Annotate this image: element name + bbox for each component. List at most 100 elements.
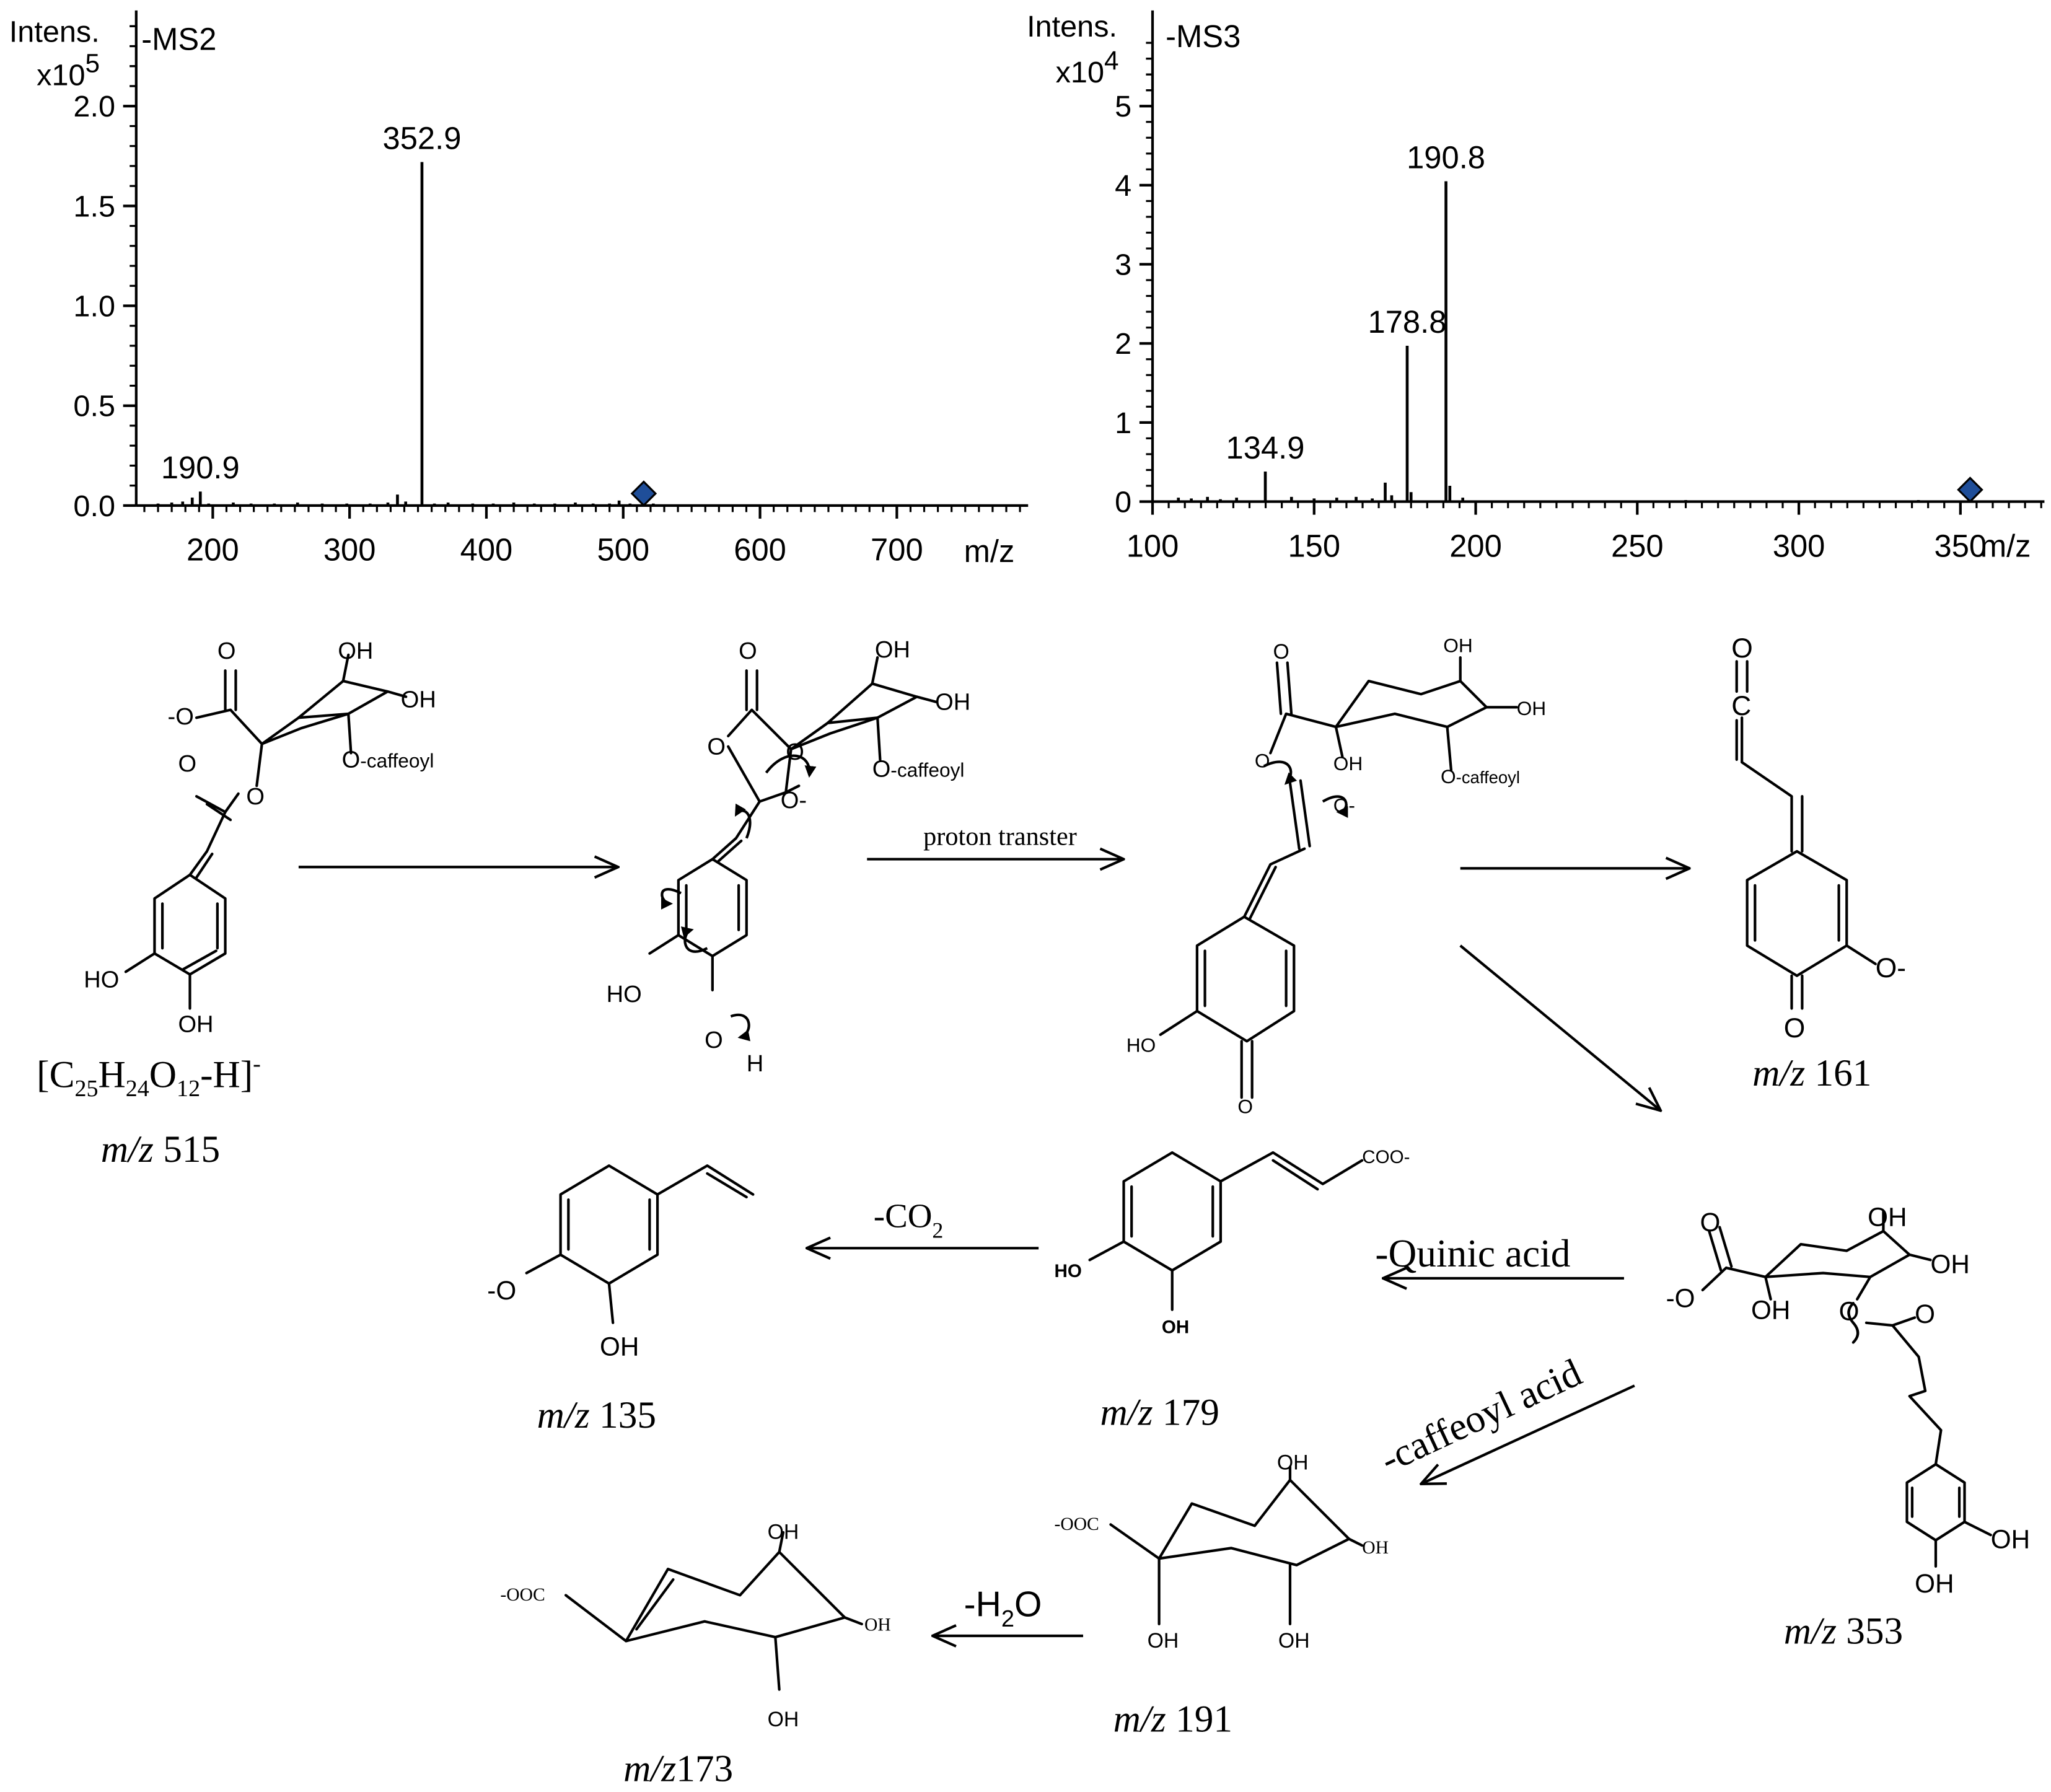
atom-label: O [1731, 633, 1753, 664]
ms3-y-tick-label: 4 [1115, 169, 1131, 203]
structure-intermediate-1: O OH OH O O O- O-caffeoyl HO O H [607, 637, 971, 1077]
caption-mz-353: m/z 353 [1784, 1610, 1903, 1653]
ms2-x-tick-label: 500 [597, 532, 649, 568]
ms2-y-axis: 0.0 0.5 1.0 1.5 2.0 [73, 10, 138, 523]
atom-label: OH [1277, 1451, 1309, 1475]
ms3-scan-label: -MS3 [1166, 19, 1241, 54]
structure-mz-173: -OOC OH OH OH [500, 1521, 890, 1731]
structure-mz-135: -O OH [487, 1164, 755, 1361]
ms3-x-tick-label: 100 [1127, 528, 1179, 563]
atom-label: -O [1666, 1283, 1695, 1312]
atom-label: O [707, 734, 726, 760]
caption-mz-173: m/z173 [623, 1748, 733, 1790]
atom-label: OH [338, 638, 373, 664]
ms2-y-multiplier: x105 [37, 48, 100, 92]
label-h2o-loss: -H2O [964, 1584, 1042, 1632]
label-proton-transfer: proton transter [923, 822, 1077, 851]
ms3-y-tick-label: 5 [1115, 90, 1131, 123]
atom-label: OH [935, 690, 970, 716]
ms3-x-tick-label: 300 [1773, 528, 1825, 563]
atom-label: OH [600, 1332, 639, 1361]
label-co2-loss: -CO2 [874, 1197, 944, 1242]
atom-label: O-caffeoyl [872, 756, 965, 782]
reaction-arrows [298, 859, 1690, 1636]
atom-label: O- [1876, 953, 1906, 983]
ms2-precursor-marker [630, 480, 657, 507]
ms3-y-title: Intens. [1027, 10, 1117, 43]
structure-parent-515: O -O OH OH O O O-caffeoyl HO OH [84, 638, 436, 1037]
fragmentation-scheme: proton transter -CO2 -Quinic acid -caffe… [37, 633, 2030, 1790]
structure-mz-191: -OOC OH OH OH OH [1054, 1451, 1388, 1653]
ms2-x-tick-label: 300 [323, 532, 376, 568]
ms2-x-tick-label: 200 [187, 532, 239, 568]
atom-label: O- [781, 788, 807, 814]
atom-label: OH [1517, 697, 1547, 719]
ms2-peak-label: 352.9 [383, 120, 462, 156]
atom-label: OH [1991, 1524, 2030, 1553]
atom-label: HO [84, 967, 119, 993]
atom-label: -OOC [500, 1585, 545, 1605]
atom-label: COO- [1362, 1147, 1410, 1167]
atom-label: OH [1868, 1202, 1907, 1231]
ms3-peak-label: 178.8 [1368, 304, 1447, 340]
atom-label: O [217, 638, 236, 664]
atom-label: O [786, 739, 804, 765]
atom-label: -O [168, 704, 194, 730]
ms3-x-tick-label: 200 [1449, 528, 1502, 563]
ms2-peak-labels: 352.9 190.9 [161, 120, 462, 485]
structure-mz-179: COO- HO OH [1054, 1147, 1410, 1338]
atom-label: -OOC [1054, 1514, 1099, 1534]
label-quinic-acid-loss: -Quinic acid [1375, 1232, 1570, 1275]
atom-label: OH [1443, 635, 1473, 657]
atom-label: O [1839, 1297, 1860, 1326]
caption-mz-191: m/z 191 [1113, 1698, 1232, 1740]
formula-parent-ion: [C25H24O12-H]- [37, 1051, 261, 1102]
atom-label: OH [401, 687, 436, 713]
atom-label: -O [487, 1276, 516, 1305]
ms2-y-tick-label: 0.0 [73, 490, 115, 523]
ms2-x-tick-label: 700 [871, 532, 923, 568]
ms2-x-tick-label: 600 [734, 532, 786, 568]
atom-label: O [739, 638, 757, 664]
ms2-peak-label: 190.9 [161, 450, 240, 485]
atom-label: O [1700, 1208, 1721, 1237]
atom-label: HO [1127, 1034, 1156, 1056]
ms3-x-tick-label: 150 [1288, 528, 1340, 563]
ms2-y-tick-label: 1.0 [73, 289, 115, 323]
atom-label: O [178, 751, 196, 777]
ms2-scan-label: -MS2 [141, 21, 216, 56]
ms2-y-tick-label: 1.5 [73, 190, 115, 223]
atom-label: HO [607, 982, 642, 1008]
atom-label: OH [1162, 1317, 1189, 1338]
label-caffeoyl-acid-loss: -caffeoyl acid [1374, 1351, 1588, 1482]
structure-intermediate-2: O OH OH O OH O- O-caffeoyl HO O [1127, 635, 1546, 1118]
ms3-x-title: m/z [1980, 528, 2031, 563]
ms2-x-tick-label: 400 [460, 532, 513, 568]
caption-mz-135: m/z 135 [537, 1394, 656, 1436]
atom-label: O [1273, 640, 1289, 664]
atom-label: OH [875, 637, 910, 663]
atom-label: OH [864, 1615, 891, 1635]
structure-mz-161: O C O- O [1731, 633, 1906, 1043]
caption-mz-515: m/z 515 [101, 1128, 220, 1171]
atom-label: OH [1362, 1538, 1389, 1558]
atom-label: O [1255, 750, 1270, 772]
atom-label: O [705, 1027, 723, 1053]
ms3-x-tick-label: 350 [1935, 528, 1987, 563]
ms3-peaks [1177, 181, 1920, 502]
atom-label: H [747, 1051, 763, 1077]
ms2-y-tick-label: 2.0 [73, 90, 115, 123]
atom-label: OH [1148, 1629, 1179, 1653]
atom-label: O [1784, 1013, 1806, 1043]
atom-label: OH [1278, 1629, 1310, 1653]
ms2-spectrum: 0.0 0.5 1.0 1.5 2.0 200 300 400 500 600 700 352.9… [9, 10, 1029, 569]
caption-mz-161: m/z 161 [1752, 1052, 1871, 1094]
atom-label: OH [1915, 1569, 1954, 1598]
atom-label: OH [178, 1012, 213, 1038]
ms2-y-tick-label: 0.5 [73, 390, 115, 423]
atom-label: O [1915, 1299, 1935, 1329]
